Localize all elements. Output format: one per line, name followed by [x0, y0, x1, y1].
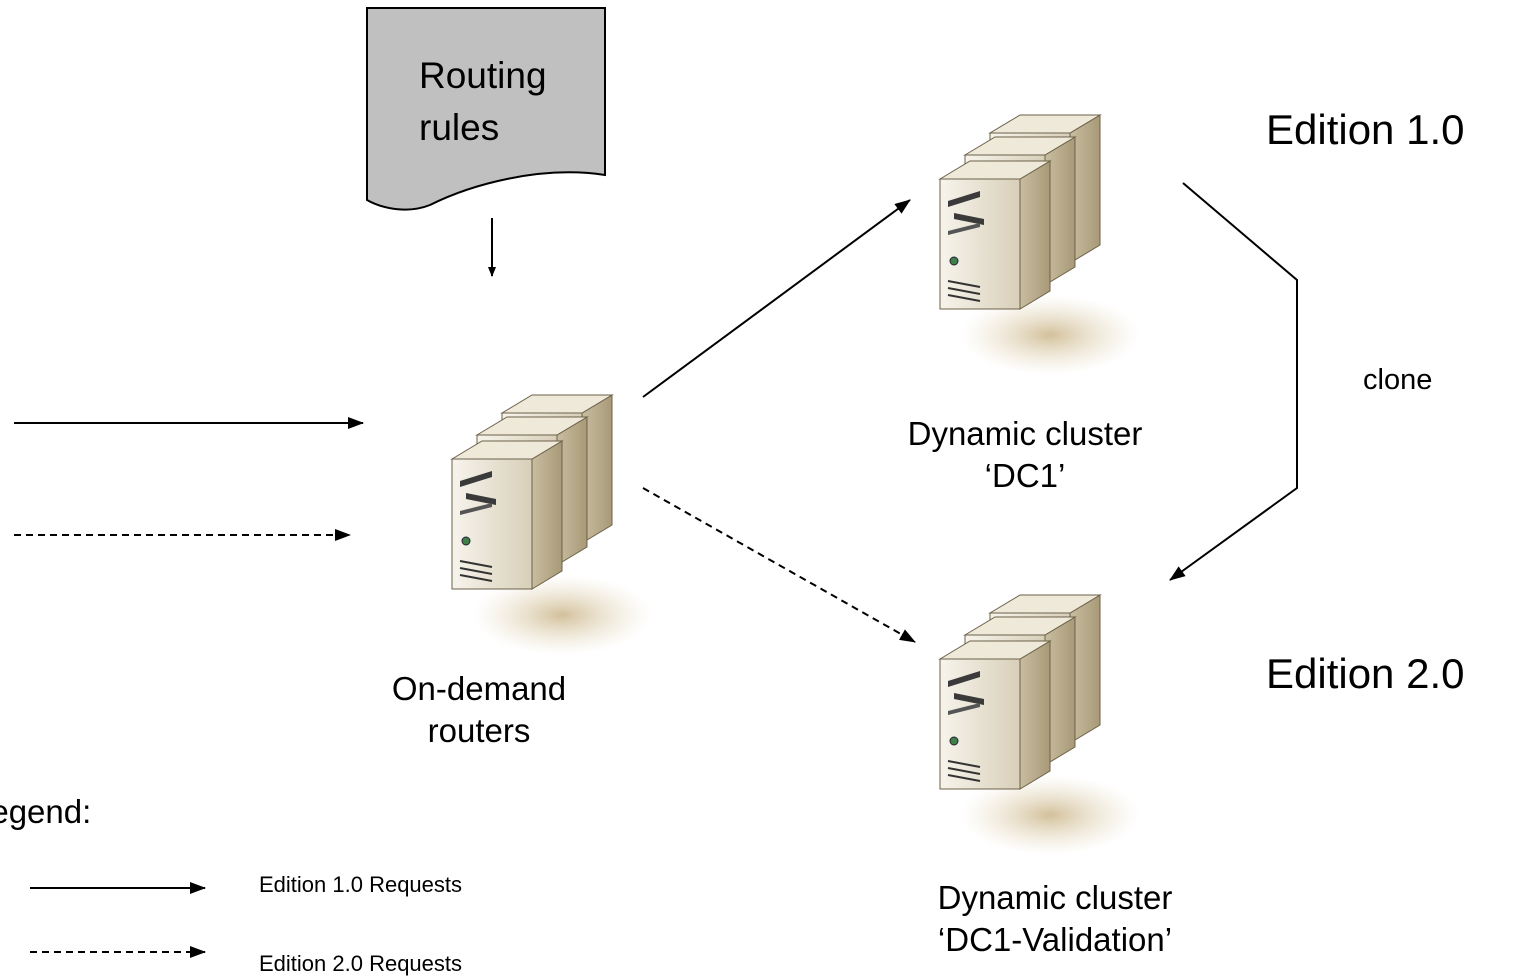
router-to-dc1-arrow: [642, 199, 911, 398]
server-stack-icon: [940, 115, 1140, 375]
dc1-label: Dynamic cluster ‘DC1’: [875, 413, 1175, 497]
routing-rules-document: [366, 7, 606, 211]
router-to-validation-arrow: [642, 487, 916, 643]
legend-item-edition2: Edition 2.0 Requests: [259, 951, 463, 976]
dc1-line2: ‘DC1’: [984, 457, 1066, 494]
edition-2-label: Edition 2.0: [1266, 650, 1465, 697]
server-stack-icon: [452, 395, 652, 655]
clone-connector: [1169, 182, 1298, 581]
server-stack-icon: [940, 595, 1140, 855]
edition-1-label: Edition 1.0: [1266, 106, 1465, 153]
routing-rules-line2: rules: [419, 107, 500, 148]
legend-title: Legend:: [0, 793, 92, 830]
validation-line2: ‘DC1-Validation’: [937, 921, 1173, 958]
validation-label: Dynamic cluster ‘DC1-Validation’: [895, 877, 1215, 961]
legend-item-edition1: Edition 1.0 Requests: [259, 872, 463, 897]
clone-label: clone: [1363, 364, 1433, 396]
routing-rules-label: Routing rules: [419, 50, 547, 154]
routers-line2: routers: [427, 712, 531, 749]
dc1-line1: Dynamic cluster: [907, 415, 1143, 452]
validation-line1: Dynamic cluster: [937, 879, 1173, 916]
routers-line1: On-demand: [391, 670, 567, 707]
routing-rules-line1: Routing: [419, 55, 547, 96]
routers-label: On-demand routers: [369, 668, 589, 752]
